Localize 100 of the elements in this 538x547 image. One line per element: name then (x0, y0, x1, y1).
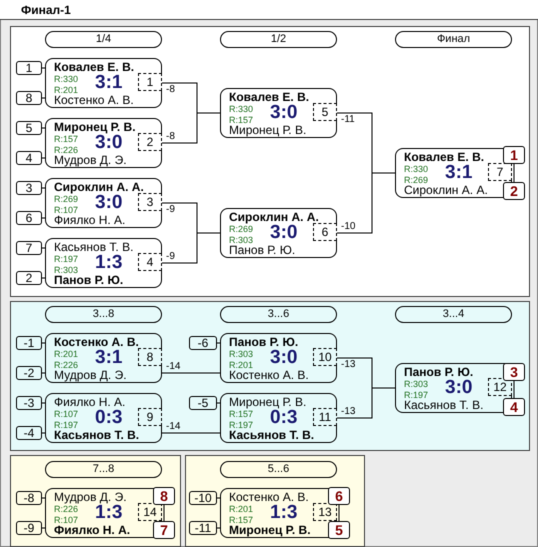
player-name: Мудров Д. Э. (54, 491, 127, 504)
score: 3:0 (270, 223, 298, 243)
place-number: 5 (328, 521, 350, 539)
edge-label: -10 (340, 222, 356, 232)
player-name: Касьянов Т. В. (404, 399, 484, 412)
edge-label: -9 (165, 205, 176, 215)
match-number: 5 (313, 103, 337, 121)
round-header: 3...4 (395, 306, 512, 323)
round-header: 5...6 (220, 461, 337, 478)
seed-number: -1 (16, 336, 42, 350)
player-name: Фиялко Н. А. (54, 396, 126, 409)
player-name: Миронец Р. В. (229, 524, 311, 537)
match-number: 13 (313, 503, 337, 521)
bracket-panel (10, 301, 530, 451)
connector-line (336, 172, 396, 234)
match-number: 8 (138, 348, 162, 366)
connector-line (216, 342, 220, 344)
match-number: 14 (138, 503, 162, 521)
edge-label: -9 (165, 252, 176, 262)
edge-label: -14 (165, 422, 182, 432)
match-card (45, 333, 162, 383)
score: 0:3 (95, 408, 122, 428)
score: 3:0 (445, 378, 472, 398)
rating: R:157 (229, 409, 254, 419)
rating: R:107 (54, 205, 78, 215)
rating: R:201 (229, 360, 254, 370)
match-number: 9 (138, 408, 162, 426)
player-name: Ковалев Е. В. (229, 91, 310, 104)
player-name: Костенко А. В. (54, 94, 134, 107)
round-header: 1/4 (45, 31, 162, 48)
rating: R:269 (404, 175, 428, 185)
match-number: 6 (313, 223, 337, 241)
seed-number: -4 (16, 426, 42, 440)
rating: R:269 (229, 224, 254, 234)
rating: R:226 (54, 360, 78, 370)
seed-number: -6 (189, 336, 217, 350)
match-card (220, 393, 337, 443)
seed-number: -11 (189, 521, 217, 535)
score: 3:0 (270, 348, 298, 368)
score: 0:3 (270, 408, 298, 428)
place-number: 3 (503, 363, 525, 381)
edge-label: -8 (165, 85, 176, 95)
rating: R:201 (54, 349, 78, 359)
connector-line (162, 372, 220, 374)
seed-number: -5 (189, 396, 217, 410)
player-name: Касьянов Т. В. (54, 241, 134, 254)
player-name: Миронец Р. В. (229, 396, 306, 409)
connector-line (162, 112, 220, 144)
rating: R:197 (229, 420, 254, 430)
player-name: Сироклин А. А. (54, 181, 144, 194)
player-name: Ковалев Е. В. (54, 61, 134, 74)
rating: R:330 (404, 164, 428, 174)
score: 3:1 (95, 73, 122, 93)
edge-label: -8 (165, 132, 176, 142)
rating: R:201 (229, 504, 254, 514)
score: 3:0 (95, 193, 122, 213)
match-number: 11 (313, 408, 337, 426)
connector-line (338, 504, 340, 522)
seed-number: 8 (16, 91, 42, 105)
rating: R:197 (54, 420, 78, 430)
place-number: 8 (153, 487, 175, 505)
player-name: Панов Р. Ю. (404, 366, 474, 379)
match-card (220, 88, 337, 138)
player-name: Касьянов Т. В. (229, 429, 314, 442)
seed-number: 7 (16, 241, 42, 255)
connector-line (216, 402, 220, 404)
seed-number: 1 (16, 61, 42, 75)
score: 1:3 (270, 503, 298, 523)
match-number: 12 (488, 378, 512, 396)
title: Финал-1 (21, 3, 71, 17)
rating: R:197 (54, 254, 78, 264)
player-name: Фиялко Н. А. (54, 214, 126, 227)
seed-number: 6 (16, 211, 42, 225)
match-card (220, 208, 337, 258)
match-number: 3 (138, 193, 162, 211)
edge-label: -14 (165, 362, 182, 372)
rating: R:157 (229, 115, 254, 125)
seed-number: -2 (16, 366, 42, 380)
player-name: Костенко А. В. (229, 369, 309, 382)
rating: R:330 (229, 104, 254, 114)
player-name: Панов Р. Ю. (229, 244, 296, 257)
rating: R:303 (404, 379, 428, 389)
match-number: 10 (313, 348, 337, 366)
connector-line (42, 342, 46, 344)
connector-line (42, 402, 46, 404)
player-name: Миронец Р. В. (229, 124, 306, 137)
match-card (45, 393, 162, 443)
seed-number: -9 (16, 521, 42, 535)
connector-line (42, 372, 46, 374)
score: 3:0 (95, 133, 122, 153)
rating: R:303 (54, 265, 78, 275)
place-number: 7 (153, 521, 175, 539)
place-number: 4 (503, 398, 525, 416)
rating: R:226 (54, 504, 78, 514)
player-name: Сироклин А. А. (229, 211, 319, 224)
connector-line (336, 388, 396, 418)
match-number: 1 (138, 73, 162, 91)
rating: R:303 (229, 349, 254, 359)
rating: R:107 (54, 515, 78, 525)
round-header: 3...8 (45, 306, 162, 323)
